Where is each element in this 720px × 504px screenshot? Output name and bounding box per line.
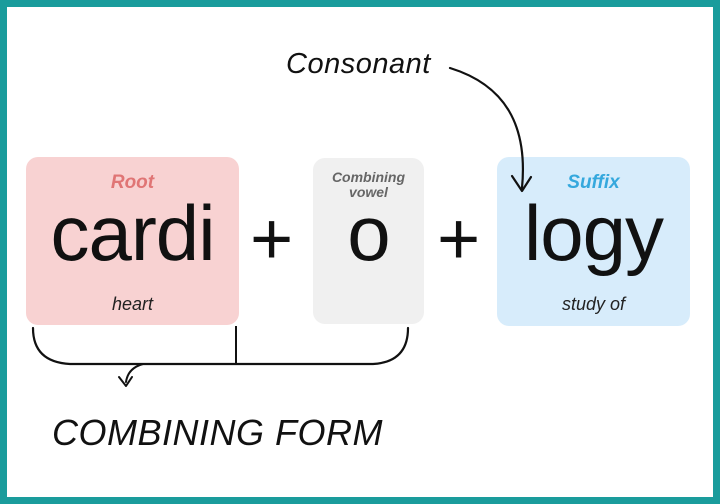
combining-form-arrow-curve (125, 363, 144, 383)
consonant-label: Consonant (286, 48, 431, 80)
combining-vowel-word: o (347, 189, 390, 277)
combining-form-brace (31, 326, 410, 366)
suffix-label: Suffix (567, 172, 620, 193)
consonant-arrow-curve (448, 66, 524, 190)
plus-sign-2: + (437, 197, 481, 280)
root-box (26, 157, 239, 325)
combining-form-arrow-head (118, 376, 133, 387)
consonant-arrow-head (510, 174, 533, 193)
plus-sign-1: + (250, 197, 294, 280)
suffix-meaning: study of (561, 294, 626, 314)
combining-vowel-box (313, 158, 424, 324)
root-label: Root (110, 172, 155, 193)
suffix-box (497, 157, 690, 326)
suffix-word: logy (523, 189, 664, 277)
combining-vowel-label-line1: Combining (331, 169, 406, 185)
combining-form-label: COMBINING FORM (52, 412, 383, 453)
combining-vowel-label: Combining vowel (313, 170, 424, 200)
root-meaning: heart (111, 294, 154, 314)
root-word: cardi (50, 189, 215, 277)
combining-vowel-label-line2: vowel (349, 184, 388, 200)
